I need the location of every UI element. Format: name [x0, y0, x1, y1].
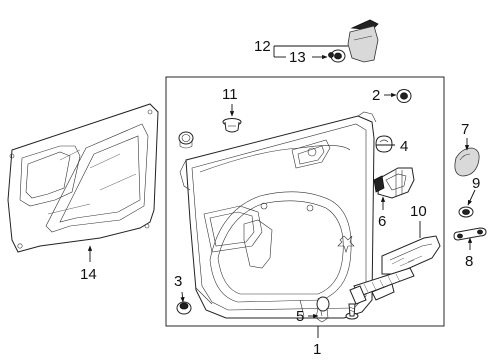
callout-8: 8	[465, 253, 473, 270]
callout-9: 9	[472, 175, 480, 192]
grommet-9-part	[458, 206, 474, 218]
callout-14: 14	[80, 266, 97, 283]
cover-part	[454, 147, 480, 177]
callout-6: 6	[378, 213, 386, 230]
leader-line-9	[467, 189, 476, 206]
strap-part	[453, 227, 487, 241]
water-deflector-part	[7, 103, 159, 253]
callout-5: 5	[296, 308, 304, 325]
screw-part	[345, 303, 359, 320]
callout-1: 1	[313, 341, 321, 358]
push-pin-lower-part	[176, 301, 192, 315]
callout-7: 7	[461, 121, 469, 138]
clip-nut-part	[396, 89, 412, 103]
push-pin-part	[222, 118, 242, 133]
grommet-part	[178, 131, 194, 149]
callout-4: 4	[400, 138, 408, 155]
leader-line-3	[180, 291, 185, 303]
callout-11: 11	[222, 86, 238, 103]
mirror-patch-part	[347, 19, 379, 63]
callout-3: 3	[174, 273, 182, 290]
switch-bracket-part	[349, 267, 415, 305]
cap-part	[375, 135, 393, 153]
handle-bezel-part	[373, 167, 415, 199]
door-panel-frame	[165, 76, 445, 327]
door-trim-panel-part	[179, 111, 377, 319]
armrest-part	[381, 235, 441, 275]
callout-10: 10	[410, 203, 427, 220]
nut-13-part	[328, 49, 346, 63]
callout-12: 12	[254, 38, 271, 55]
callout-13: 13	[289, 49, 306, 66]
callout-2: 2	[372, 87, 380, 104]
